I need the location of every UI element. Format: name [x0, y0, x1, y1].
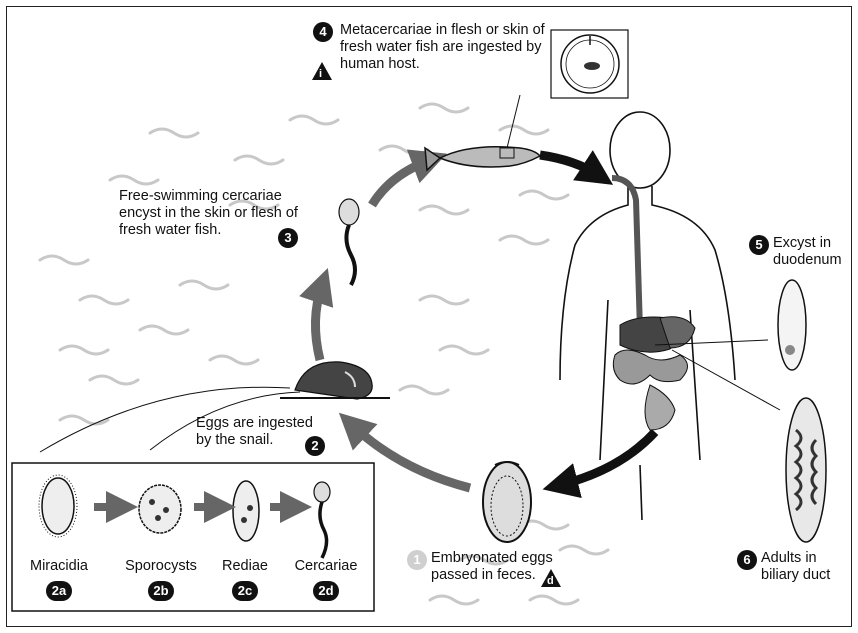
step-6-badge: 6 [737, 550, 757, 570]
stage-label: Sporocysts [114, 558, 208, 575]
step-3-badge: 3 [278, 228, 298, 248]
stage-sporocysts: Sporocysts 2b [114, 558, 208, 601]
step-5-text: Excyst in duodenum [773, 235, 848, 269]
step-1-badge-wrap: 1 [407, 550, 427, 570]
arrow-snail-to-cercaria [315, 285, 322, 360]
stage-cercariae: Cercariae 2d [284, 558, 368, 601]
step-6-badge-wrap: 6 [737, 550, 757, 570]
redia-illustration [233, 481, 259, 541]
stage-label: Miracidia [18, 558, 100, 575]
diagnostic-stage-marker: d [540, 568, 562, 588]
arrow-cercaria-to-fish [372, 160, 430, 205]
infective-stage-letter: i [319, 66, 322, 83]
stage-rediae: Rediae 2c [212, 558, 278, 601]
diagnostic-stage-letter: d [547, 573, 554, 590]
step-2-badge: 2 [305, 436, 325, 456]
snail-illustration [280, 362, 390, 399]
step-3-badge-wrap: 3 [278, 228, 298, 248]
egg-illustration [483, 462, 531, 542]
stage-label: Rediae [212, 558, 278, 575]
step-5-badge: 5 [749, 235, 769, 255]
step-4-badge-wrap: 4 [313, 22, 333, 42]
stage-badge: 2b [148, 581, 174, 601]
stage-miracidia: Miracidia 2a [18, 558, 100, 601]
adult-fluke-illustration [786, 398, 826, 542]
sporocyst-illustration [139, 485, 181, 533]
stage-badge: 2c [232, 581, 258, 601]
excysted-fluke-illustration [778, 280, 806, 370]
stage-badge: 2d [313, 581, 339, 601]
stage-label: Cercariae [284, 558, 368, 575]
cercaria-illustration [339, 199, 359, 285]
arrow-fish-to-human [540, 155, 598, 175]
step-4-text: Metacercariae in flesh or skin of fresh … [340, 22, 548, 73]
step-2-badge-wrap: 2 [305, 436, 325, 456]
step-1-text: Embryonated eggs passed in feces. [431, 550, 591, 584]
stage-badge: 2a [46, 581, 72, 601]
leader-line-adults [672, 350, 780, 410]
step-5-badge-wrap: 5 [749, 235, 769, 255]
infective-stage-marker: i [311, 61, 333, 81]
step-6-text: Adults in biliary duct [761, 550, 851, 584]
step-4-badge: 4 [313, 22, 333, 42]
step-1-badge: 1 [407, 550, 427, 570]
metacercaria-inset [551, 30, 628, 98]
